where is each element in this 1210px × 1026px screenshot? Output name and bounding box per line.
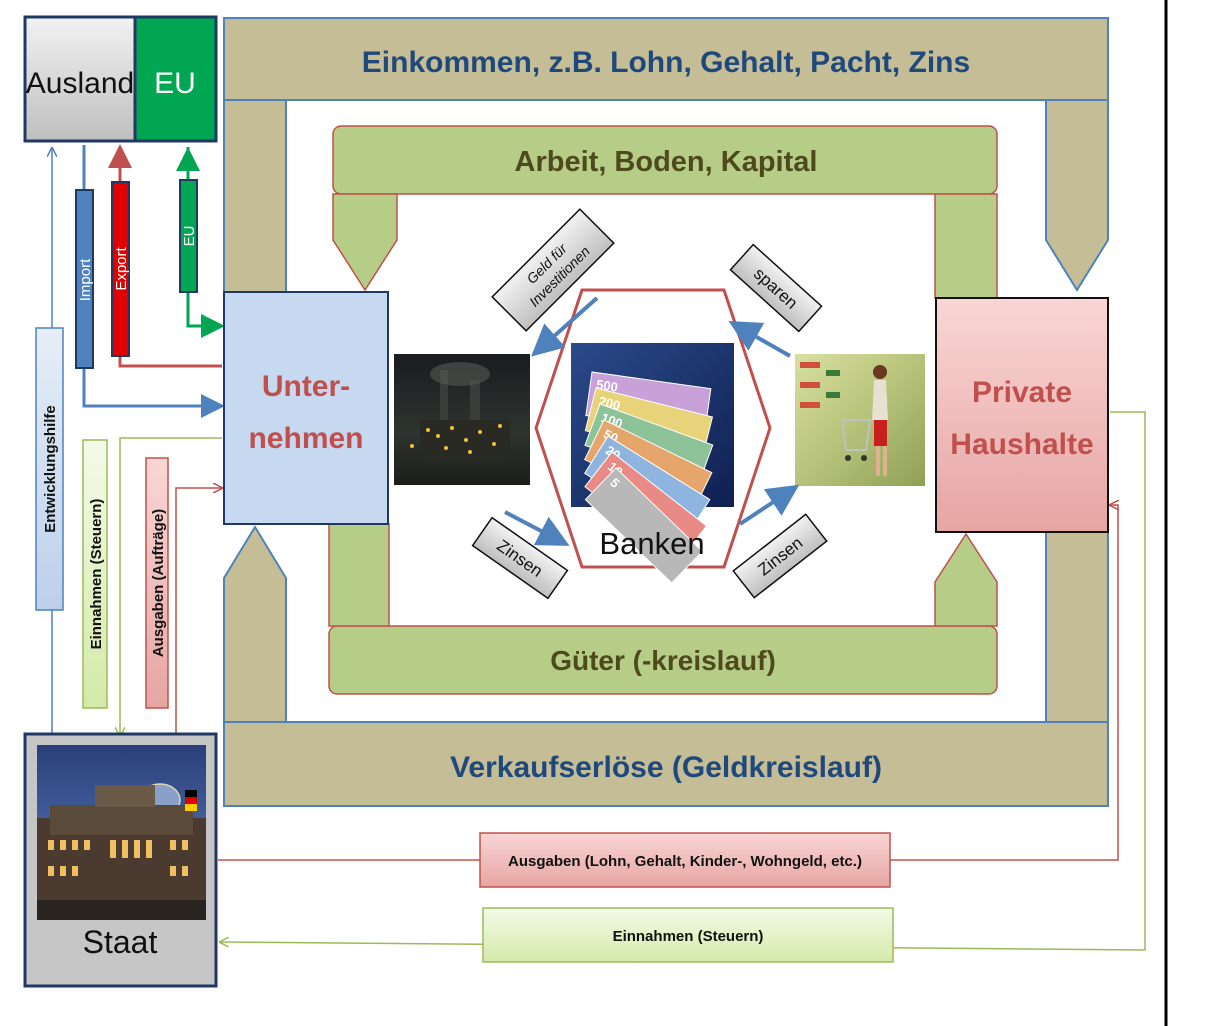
- reichstag-picture: [37, 745, 206, 920]
- banken-label: Banken: [599, 526, 704, 561]
- banken-node: 5002001005020105 Banken: [534, 288, 772, 584]
- einnahmen-staat-box: [482, 907, 894, 963]
- einnahmen-steuern-vertical-label: Einnahmen (Steuern): [88, 499, 105, 650]
- unternehmen-label-line2: nehmen: [248, 422, 363, 455]
- zinsen-right-arrow: [738, 484, 800, 526]
- entwicklungshilfe-bar: [35, 327, 64, 611]
- export-label: Export: [113, 246, 130, 290]
- verkaufserloese-label: Verkaufserlöse (Geldkreislauf): [450, 751, 882, 784]
- factory-picture: [394, 354, 530, 485]
- ausland-eu-group: Ausland EU: [23, 15, 218, 143]
- import-label: Import: [77, 258, 94, 301]
- geld-investitionen-arrow: [531, 296, 599, 357]
- haushalte-label-line1: Private: [972, 376, 1072, 409]
- gueter-band: [328, 625, 998, 695]
- shopping-picture: [795, 354, 925, 486]
- outer-right-arrow-down: [1045, 99, 1109, 292]
- einnahmen-staat-label: Einnahmen (Steuern): [613, 928, 764, 945]
- eu-flow-label: EU: [181, 226, 198, 247]
- banknote-5: 5: [584, 467, 704, 584]
- zinsen-right-tag: Zinsen: [732, 513, 828, 599]
- outer-left-arrow-up: [223, 525, 287, 723]
- inner-flow-band: [328, 125, 998, 695]
- haushalte-box: [935, 297, 1109, 533]
- unternehmen-node: Unter- nehmen: [223, 291, 389, 525]
- verkaufserloese-band: [223, 721, 1109, 807]
- ausland-label: Ausland: [26, 67, 134, 100]
- banknotes-picture: 5002001005020105: [571, 343, 734, 584]
- outer-flow-band: [223, 17, 1109, 807]
- export-bar: [111, 181, 130, 357]
- staat-label: Staat: [83, 924, 158, 960]
- geld-investitionen-tag: Geld für Investitionen: [491, 208, 615, 332]
- einnahmen-unternehmen-arrow: [120, 437, 222, 736]
- eu-bar: [179, 179, 198, 293]
- arbeit-label: Arbeit, Boden, Kapital: [515, 146, 818, 178]
- ausgaben-staat-box: [479, 832, 891, 888]
- inner-left-arrow-down: [332, 193, 398, 292]
- import-bar: [75, 189, 94, 369]
- entwicklungshilfe-label: Entwicklungshilfe: [42, 405, 59, 533]
- inner-left-column-bottom: [328, 523, 390, 627]
- einkommen-band: [223, 17, 1109, 101]
- ausgaben-auftraege-arrow: [175, 488, 222, 736]
- unternehmen-label-line1: Unter-: [262, 370, 350, 403]
- haushalte-label-line2: Haushalte: [950, 428, 1093, 461]
- eu-label: EU: [154, 67, 196, 100]
- inner-right-arrow-up: [934, 532, 998, 627]
- outer-right-column-bottom: [1045, 531, 1109, 723]
- zinsen-left-arrow: [504, 510, 570, 546]
- haushalte-node: Private Haushalte: [935, 297, 1109, 533]
- arbeit-band: [332, 125, 998, 195]
- sparen-arrow: [728, 321, 791, 358]
- gueter-label: Güter (-kreislauf): [550, 645, 776, 676]
- ausgaben-staat-label: Ausgaben (Lohn, Gehalt, Kinder-, Wohngel…: [508, 853, 862, 870]
- zinsen-left-tag: Zinsen: [471, 516, 569, 600]
- einkommen-label: Einkommen, z.B. Lohn, Gehalt, Pacht, Zin…: [362, 46, 970, 79]
- outer-left-column-top: [223, 99, 287, 293]
- ausgaben-auftraege-bar: [145, 457, 169, 709]
- inner-right-column-top: [934, 193, 998, 299]
- unternehmen-box: [223, 291, 389, 525]
- einnahmen-steuern-bar: [82, 439, 108, 709]
- eu-box: [133, 15, 218, 143]
- ausgaben-auftraege-label: Ausgaben (Aufträge): [150, 509, 167, 657]
- staat-node: Staat: [23, 732, 218, 988]
- sparen-tag: sparen: [729, 243, 823, 333]
- export-arrow: [108, 144, 222, 368]
